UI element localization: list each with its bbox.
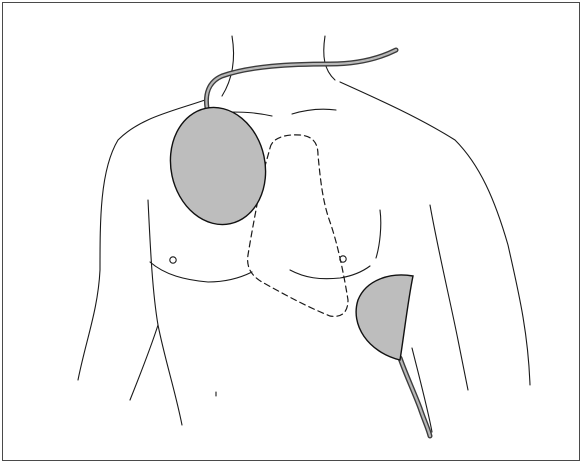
left-flank xyxy=(158,325,182,425)
right-pectoral-edge xyxy=(376,210,381,258)
left-arm-inner xyxy=(130,200,158,400)
right-arm-inner xyxy=(430,205,468,390)
left-nipple xyxy=(170,257,176,263)
right-clavicle xyxy=(292,109,336,114)
right-pectoral-line xyxy=(290,266,370,279)
lower-pad-cable xyxy=(400,358,430,436)
lower-defibrillator-pad xyxy=(356,275,413,360)
neck-left-line xyxy=(222,36,234,96)
left-pectoral-line xyxy=(150,262,252,282)
upper-defibrillator-pad xyxy=(160,99,276,234)
upper-pad-cable xyxy=(206,50,396,108)
torso-outline xyxy=(78,82,530,432)
clavicles xyxy=(225,109,336,116)
neck-right-line xyxy=(324,36,335,80)
pectoral-lines xyxy=(150,210,381,396)
